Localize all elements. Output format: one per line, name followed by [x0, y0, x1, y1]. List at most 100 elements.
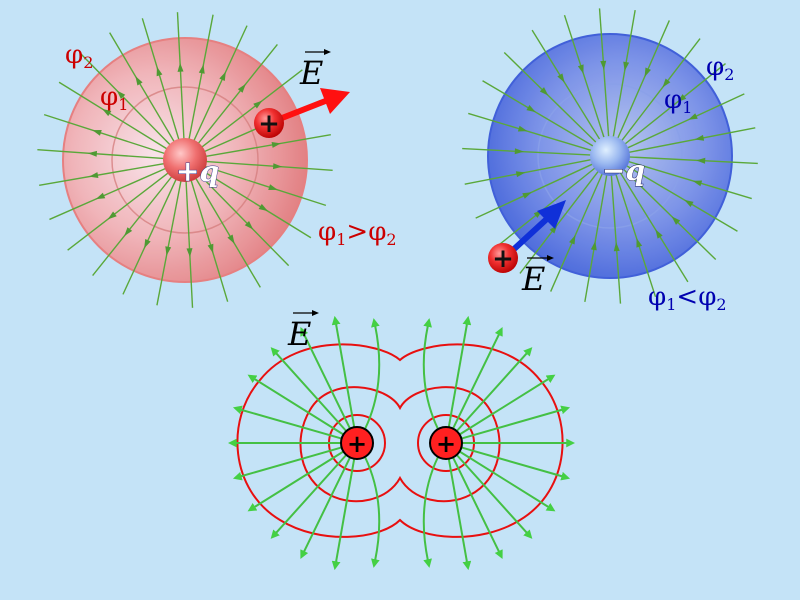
negative-field-arrow: [515, 171, 526, 178]
positive-field-lines: [37, 12, 333, 308]
positive-field-line: [39, 162, 166, 186]
negative-field-line: [623, 62, 726, 146]
positive-field-arrow: [95, 192, 106, 200]
negative-outer-potential-label: φ2: [706, 52, 734, 84]
positive-field-arrow: [144, 239, 151, 249]
positive-source-charge: [163, 138, 207, 182]
positive-field-line: [80, 53, 172, 147]
negative-vector-overline-head: [547, 255, 554, 261]
negative-field-line: [531, 29, 602, 142]
negative-field-line: [519, 169, 600, 274]
negative-field-line: [627, 127, 756, 154]
negative-field-line: [563, 14, 606, 140]
positive-field-arrow: [165, 246, 172, 256]
negative-field-line: [503, 51, 598, 144]
positive-field-line: [185, 179, 194, 308]
positive-field-arrow: [102, 108, 112, 117]
negative-field-arrow: [696, 157, 706, 164]
negative-field-line: [612, 10, 636, 139]
dipole-right-field-line: [461, 405, 571, 440]
negative-field-line: [464, 158, 593, 185]
positive-field-line: [198, 173, 290, 267]
positive-field-line: [188, 14, 214, 141]
dipole-left-field-line: [270, 454, 348, 539]
dipole-left-field-line: [331, 315, 356, 428]
negative-field-line: [627, 160, 752, 200]
negative-field-arrow: [623, 61, 630, 71]
dipole-vector-label: E: [287, 315, 311, 353]
positive-field-line: [200, 69, 303, 149]
dipole-left-field-line: [247, 374, 344, 436]
negative-test-charge: [488, 243, 518, 273]
positive-field-arrow: [87, 150, 98, 157]
dipole-vector-overline-head: [312, 310, 319, 316]
negative-field-arrow: [590, 241, 597, 251]
positive-field-arrow: [253, 100, 263, 109]
positive-field-line: [43, 113, 167, 155]
positive-charge-label: +q: [176, 155, 219, 188]
positive-field-arrow: [198, 64, 205, 74]
positive-field-line: [49, 167, 167, 221]
dipole-left-charge: [340, 426, 374, 460]
dipole-left-curved-field-line: [364, 456, 381, 568]
negative-field-arrow: [539, 87, 549, 96]
positive-field-line: [109, 32, 176, 144]
negative-field-arrow: [684, 199, 694, 208]
positive-field-line: [122, 177, 178, 295]
dipole-right-field-line: [455, 454, 533, 539]
positive-field-line: [196, 43, 278, 145]
negative-inner-potential-label: φ1: [664, 85, 692, 117]
positive-test-charge: [254, 108, 284, 138]
negative-field-line: [482, 80, 595, 148]
dipole-right-field-line: [447, 315, 472, 428]
negative-charge-field: −q φ2 φ1 + E φ1<φ2: [462, 8, 758, 314]
positive-field-arrow: [135, 76, 143, 86]
positive-field-line: [201, 169, 312, 239]
negative-field-line: [620, 38, 701, 143]
positive-vector-overline-head: [324, 49, 331, 55]
negative-charge-label: −q: [602, 154, 645, 187]
positive-field-arrow: [272, 163, 283, 170]
positive-field-line: [192, 25, 248, 143]
two-charge-field: + + E: [227, 310, 576, 571]
negative-vector-label: E: [521, 260, 545, 298]
dipole-right-field-line: [447, 458, 472, 571]
positive-field-vector-head: [320, 88, 350, 114]
dipole-left-field-line: [232, 446, 342, 481]
positive-field-line: [37, 148, 166, 160]
negative-field-line: [626, 93, 745, 150]
dipole-field-lines: [227, 315, 576, 571]
positive-field-vector: [280, 97, 330, 121]
dipole-right-charge: [429, 426, 463, 460]
negative-field-line: [614, 172, 657, 298]
negative-field-line: [618, 170, 689, 283]
dipole-left-field-line: [300, 456, 351, 559]
negative-field-arrow: [694, 134, 705, 141]
positive-field-line: [141, 18, 180, 142]
dipole-outer-equipotential: [236, 343, 564, 538]
positive-field-arrow: [227, 234, 235, 244]
positive-field-line: [92, 175, 174, 277]
negative-field-line: [598, 8, 610, 139]
positive-test-charge-sign: +: [258, 109, 280, 139]
dipole-middle-equipotential: [299, 386, 501, 503]
positive-field-line: [58, 81, 169, 151]
positive-outer-potential-label: φ2: [65, 40, 93, 72]
positive-field-arrow: [156, 66, 163, 77]
negative-field-arrow: [636, 238, 643, 248]
positive-inner-equipotential: [111, 86, 259, 234]
dipole-right-field-line: [455, 347, 533, 432]
positive-field-line: [156, 179, 182, 306]
negative-field-lines: [462, 8, 758, 304]
positive-field-arrow: [271, 141, 281, 148]
positive-field-line: [67, 171, 170, 251]
negative-field-arrow: [569, 235, 576, 245]
negative-field-arrow: [522, 192, 532, 199]
negative-field-arrow: [655, 229, 663, 239]
dipole-right-field-line: [461, 446, 571, 481]
positive-inner-potential-label: φ1: [100, 82, 128, 114]
positive-field-line: [176, 12, 185, 141]
positive-vector-label: E: [299, 54, 323, 92]
positive-field-arrow: [107, 211, 117, 220]
